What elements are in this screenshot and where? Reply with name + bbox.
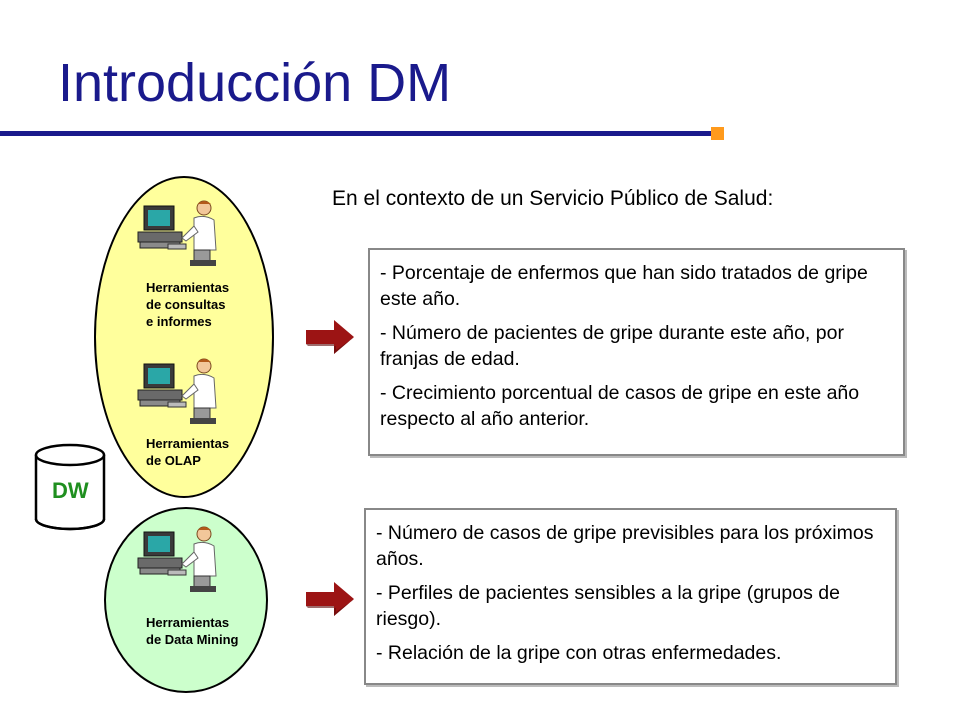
user-workstation-icon [137, 200, 217, 266]
tool-label-olap: Herramientas de OLAP [146, 436, 230, 468]
mining-result-item: - Relación de la gripe con otras enferme… [376, 642, 782, 664]
user-workstation-icon [137, 358, 217, 424]
title-underline [0, 131, 712, 136]
tool-label-query: Herramientas de consultas e informes [146, 280, 230, 329]
mining-result-item: - Número de casos de gripe previsibles p… [376, 522, 874, 570]
data-warehouse-cylinder-icon [34, 443, 106, 531]
mining-result-item: - Perfiles de pacientes sensibles a la g… [376, 582, 840, 630]
query-result-item: - Número de pacientes de gripe durante e… [380, 322, 844, 370]
query-result-item: - Crecimiento porcentual de casos de gri… [380, 382, 860, 430]
arrow-right-icon [306, 582, 354, 616]
slide-title: Introducción DM [58, 53, 452, 113]
mining-results-box: - Número de casos de gripe previsibles p… [364, 508, 897, 685]
query-results-box: - Porcentaje de enfermos que han sido tr… [368, 248, 905, 456]
tool-label-data-mining: Herramientas de Data Mining [146, 615, 239, 647]
query-result-item: - Porcentaje de enfermos que han sido tr… [380, 262, 868, 310]
user-workstation-icon [137, 526, 217, 592]
data-warehouse-label: DW [52, 478, 89, 503]
query-tools-ellipse [94, 176, 274, 498]
context-heading: En el contexto de un Servicio Público de… [332, 187, 774, 210]
mining-tools-ellipse [104, 507, 268, 693]
title-accent-square [711, 127, 724, 140]
arrow-right-icon [306, 320, 354, 354]
